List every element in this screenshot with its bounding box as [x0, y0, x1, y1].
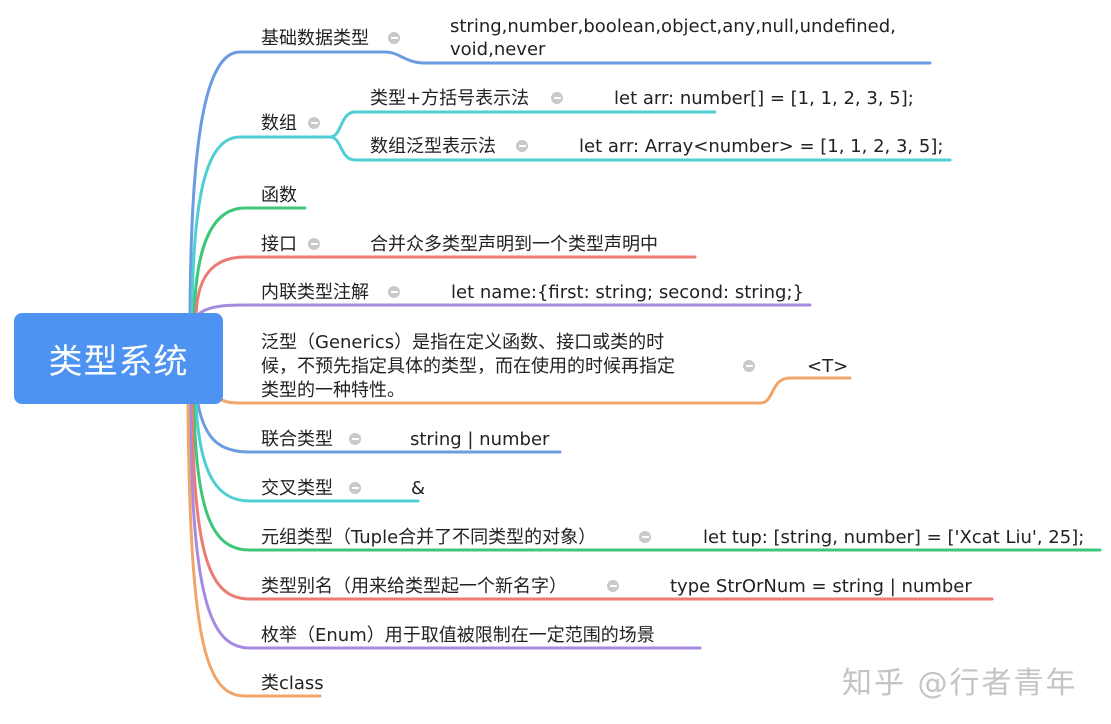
root-topic-label: 类型系统	[48, 342, 189, 382]
basic-types-line-1: string,number,boolean,object,any,null,un…	[450, 16, 896, 37]
subtopic-inline-example[interactable]: let name:{first: string; second: string;…	[451, 282, 805, 303]
topic-intersection-type[interactable]: 交叉类型	[261, 478, 333, 499]
generics-line-2: 候，不预先指定具体的类型，而在使用的时候再指定	[261, 356, 675, 377]
basic-types-line-2: void,never	[450, 39, 546, 60]
watermark: 知乎 @行者青年	[842, 666, 1078, 701]
subtopic-generics-example[interactable]: <T>	[807, 356, 849, 377]
subtopic-basic-types-values[interactable]: string,number,boolean,object,any,null,un…	[450, 15, 896, 61]
collapse-icon[interactable]	[639, 531, 651, 543]
generics-line-3: 类型的一种特性。	[261, 380, 405, 401]
collapse-icon[interactable]	[349, 482, 361, 494]
topic-union-type[interactable]: 联合类型	[261, 429, 333, 450]
subtopic-alias-example[interactable]: type StrOrNum = string | number	[670, 576, 972, 597]
topic-class[interactable]: 类class	[261, 673, 324, 694]
subtopic-interface-desc[interactable]: 合并众多类型声明到一个类型声明中	[370, 234, 658, 255]
subtopic-bracket-notation[interactable]: 类型+方括号表示法	[370, 88, 530, 109]
subtopic-union-example[interactable]: string | number	[410, 429, 550, 450]
generics-line-1: 泛型（Generics）是指在定义函数、接口或类的时	[261, 332, 665, 353]
topic-inline-annotation[interactable]: 内联类型注解	[261, 282, 369, 303]
collapse-icon[interactable]	[388, 32, 400, 44]
root-topic[interactable]: 类型系统	[14, 313, 223, 404]
topic-type-alias[interactable]: 类型别名（用来给类型起一个新名字）	[261, 576, 567, 597]
collapse-icon[interactable]	[607, 580, 619, 592]
topic-generics[interactable]: 泛型（Generics）是指在定义函数、接口或类的时 候，不预先指定具体的类型，…	[261, 331, 675, 403]
collapse-icon[interactable]	[308, 117, 320, 129]
collapse-icon[interactable]	[743, 360, 755, 372]
subtopic-bracket-example[interactable]: let arr: number[] = [1, 1, 2, 3, 5];	[614, 88, 914, 109]
collapse-icon[interactable]	[308, 238, 320, 250]
subtopic-generic-array-notation[interactable]: 数组泛型表示法	[370, 136, 496, 157]
collapse-icon[interactable]	[516, 140, 528, 152]
topic-basic-types[interactable]: 基础数据类型	[261, 28, 369, 49]
subtopic-tuple-example[interactable]: let tup: [string, number] = ['Xcat Liu',…	[703, 527, 1085, 548]
subtopic-intersection-example[interactable]: &	[411, 478, 426, 499]
collapse-icon[interactable]	[551, 92, 563, 104]
topic-enum[interactable]: 枚举（Enum）用于取值被限制在一定范围的场景	[261, 625, 655, 646]
subtopic-generic-array-example[interactable]: let arr: Array<number> = [1, 1, 2, 3, 5]…	[579, 136, 944, 157]
topic-function[interactable]: 函数	[261, 185, 297, 206]
topic-tuple-type[interactable]: 元组类型（Tuple合并了不同类型的对象）	[261, 527, 597, 548]
collapse-icon[interactable]	[349, 433, 361, 445]
collapse-icon[interactable]	[388, 286, 400, 298]
topic-interface[interactable]: 接口	[261, 234, 297, 255]
topic-array[interactable]: 数组	[261, 113, 297, 134]
